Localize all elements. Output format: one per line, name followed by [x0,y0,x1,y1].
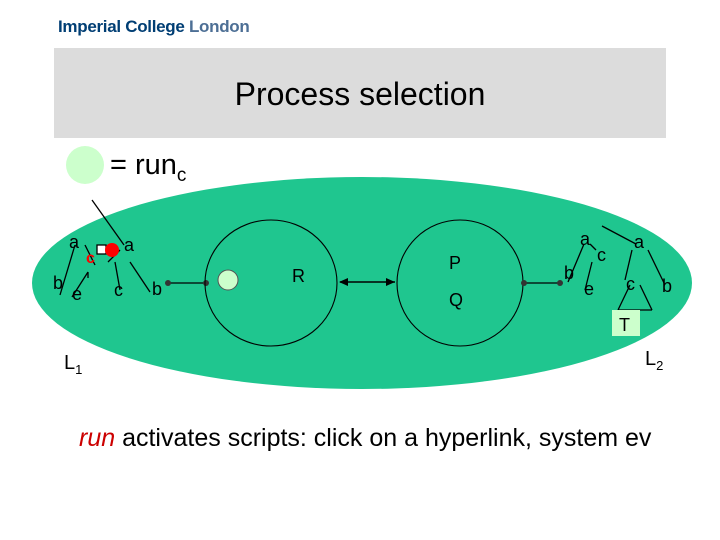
right-node-e: e [584,279,594,299]
right-connector-dot-1 [521,280,527,286]
caption: run activates scripts: click on a hyperl… [79,424,651,453]
legend-text: = runc [110,149,186,187]
left-connector-dot-1 [165,280,171,286]
locality-l2-main: L [645,348,656,370]
title-band: Process selection [54,48,666,138]
right-node-a2: a [634,232,645,252]
slide-title: Process selection [234,76,486,112]
left-node-b2: b [152,279,162,299]
left-node-a1: a [69,232,80,252]
process-r-ellipse [204,219,338,347]
logo-text-secondary: London [188,17,250,36]
right-node-c1: c [597,245,606,265]
left-active-dot [105,243,119,257]
right-connector-dot-2 [557,280,563,286]
left-channel-square [96,244,107,255]
locality-l2-label: L2 [645,348,663,373]
process-p-label: P [449,253,461,273]
caption-keyword: run [79,424,116,452]
caption-text: activates scripts: click on a hyperlink,… [115,424,652,452]
process-r-label: R [292,266,305,286]
right-node-a1: a [580,229,591,249]
legend-label: = run [110,149,177,181]
logo-text-primary: Imperial College [58,17,185,36]
left-node-b1: b [53,273,63,293]
left-node-a2: a [124,235,135,255]
subtree-t-label: T [619,315,630,335]
locality-l2-sub: 2 [656,358,663,373]
right-node-b2: b [662,276,672,296]
right-node-c2: c [626,274,635,294]
left-connector-dot-2 [203,280,209,286]
locality-l1-label: L1 [64,352,82,377]
locality-l1-main: L [64,352,75,374]
left-node-c: c [114,280,123,300]
left-node-c-red: c [86,250,95,267]
subtree-t-box [612,310,640,336]
legend-swatch [66,146,104,184]
right-node-b1: b [564,263,574,283]
process-q-label: Q [449,290,463,310]
imperial-logo: Imperial College London [58,17,250,37]
locality-l1-sub: 1 [75,362,82,377]
legend-subscript: c [176,164,187,186]
process-r-marker [217,269,239,291]
left-node-e: e [72,284,82,304]
